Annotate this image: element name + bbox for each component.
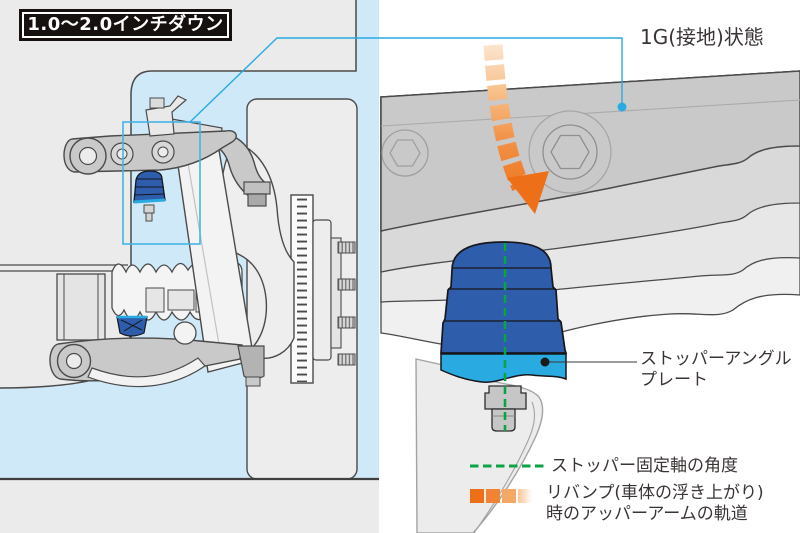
hex-bolt-icon [550, 134, 590, 170]
inch-down-label: 1.0〜2.0インチダウン [27, 14, 224, 35]
wheel-studs [337, 241, 356, 366]
highlight-box [122, 121, 201, 245]
bump-stop-small [133, 170, 166, 222]
legend-rebound-label: リバンプ(車体の浮き上がり) 時のアッパーアームの軌道 [546, 483, 764, 524]
subframe [0, 264, 128, 341]
legend-axis-label: ストッパー固定軸の角度 [551, 456, 738, 476]
frame-bracket [415, 358, 544, 533]
upper-balljoint [243, 181, 271, 195]
shock-lower-eye [173, 321, 197, 345]
left-panel-overview [0, 0, 379, 533]
callout-dot [617, 102, 627, 112]
wheel-hub [312, 219, 356, 366]
upper-control-arm [63, 95, 271, 207]
inch-down-label-box: 1.0〜2.0インチダウン [19, 9, 232, 41]
plate-callout [540, 357, 637, 367]
arm-bolt-boss [381, 110, 612, 194]
stopper-angle-plate [440, 353, 567, 383]
plate-callout-dot [540, 357, 550, 367]
mount-bolt [484, 385, 527, 432]
lower-control-arm [49, 337, 265, 388]
stopper-plate-label: ストッパーアングル プレート [640, 349, 792, 390]
upper-bracket [145, 95, 188, 137]
right-panel-closeup [380, 44, 800, 533]
legend-gradient-squares [470, 489, 532, 503]
ground-state-label: 1G(接地)状態 [640, 25, 764, 49]
hex-bolt-icon [389, 139, 421, 167]
callout-connector-line [189, 37, 623, 123]
body-outline [130, 0, 357, 338]
arm-contour-line [380, 99, 800, 127]
stabilizer-link [87, 357, 206, 388]
bump-stop-lower-cup [116, 315, 148, 337]
rebound-arrow-icon [483, 44, 549, 214]
bump-stop-closeup [440, 241, 568, 354]
ground-state-callout [189, 37, 627, 123]
